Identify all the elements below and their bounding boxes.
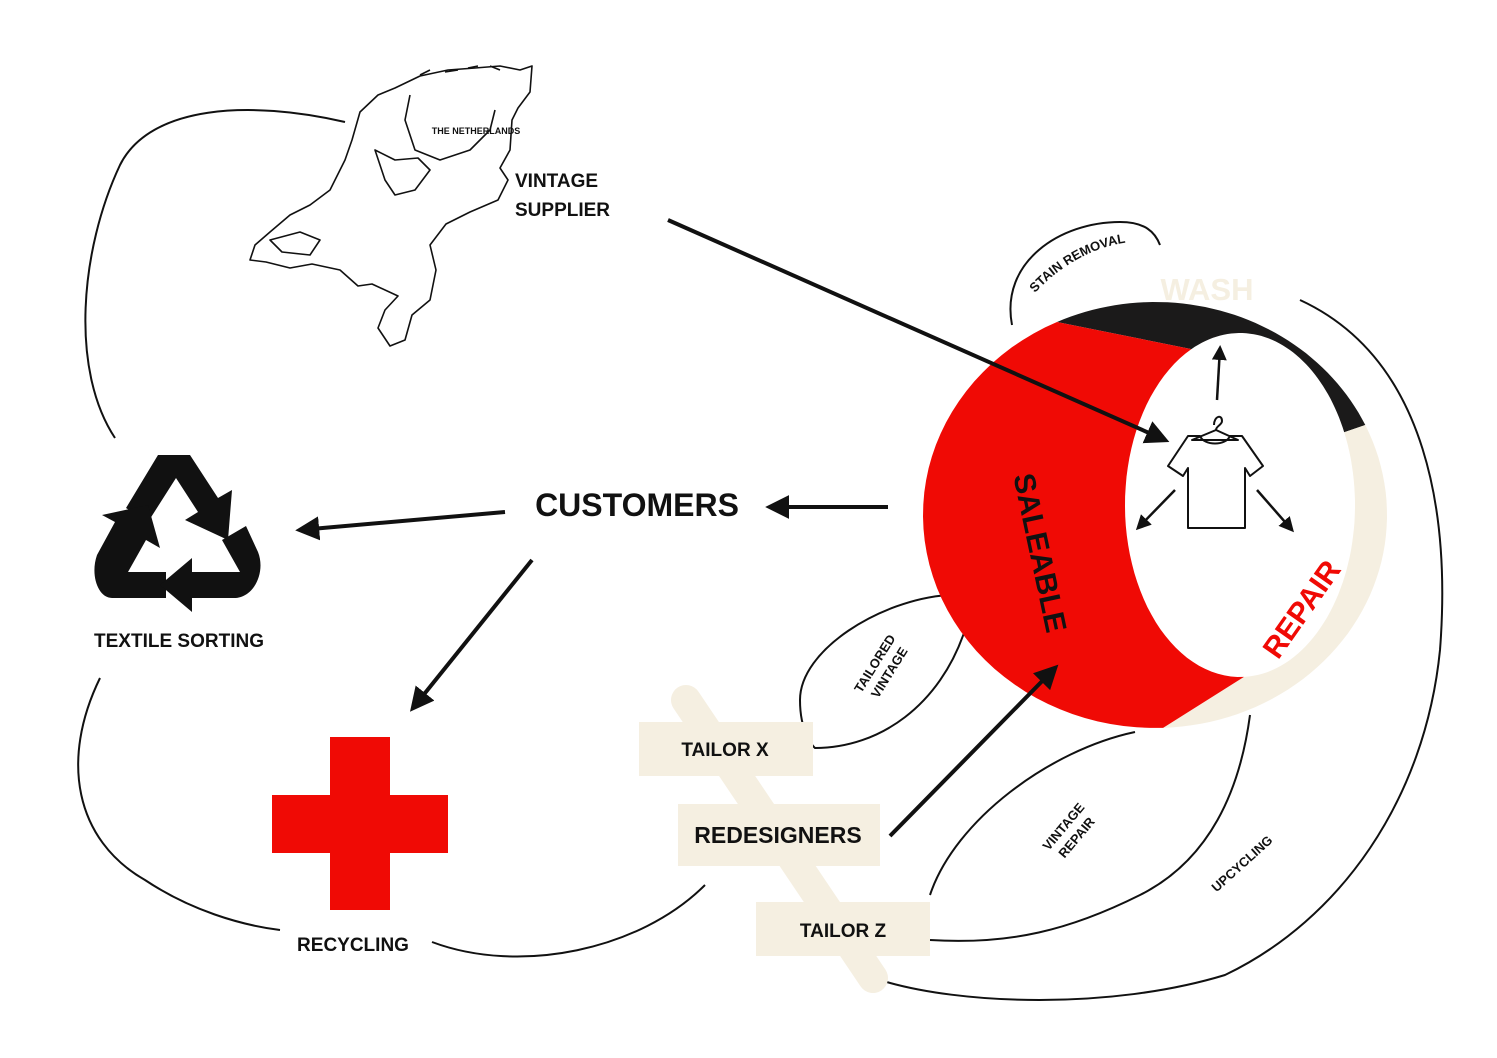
customers-label: CUSTOMERS <box>535 487 739 523</box>
redesigners-to-ring-arrow <box>888 664 1059 838</box>
tshirt-hanger-icon <box>1167 415 1264 529</box>
shirt-to-wash-arrow <box>1211 345 1227 401</box>
vintage-repair-loop <box>929 714 1251 942</box>
sorting-to-recycling-loop <box>77 677 281 931</box>
recycling-label: RECYCLING <box>297 935 409 956</box>
supplier-to-sorting-loop <box>84 109 346 439</box>
tailor-x-box[interactable] <box>639 722 813 776</box>
process-ring <box>923 302 1387 728</box>
shirt-arrows <box>1135 345 1294 533</box>
customers-to-sorting-arrow <box>295 510 506 541</box>
upcycling-loop <box>879 299 1444 1001</box>
supplier-arrow <box>667 218 1170 444</box>
tailor-z-box[interactable] <box>756 902 930 956</box>
map-label: THE NETHERLANDS <box>432 126 521 136</box>
stain-removal-text: STAIN REMOVAL <box>1026 231 1126 295</box>
redesigners-label: REDESIGNERS <box>694 822 861 848</box>
customers-to-recycling-arrow <box>409 558 534 712</box>
shirt-to-saleable-arrow <box>1135 489 1176 531</box>
supplier-label-line2: SUPPLIER <box>515 200 610 221</box>
flow-arrows <box>295 218 1170 838</box>
stain-removal-loop <box>1009 220 1161 326</box>
vintage-repair-label: VINTAGE REPAIR <box>1039 800 1098 861</box>
tailored-vintage-label: TAILORED VINTAGE <box>851 632 911 701</box>
repair-segment[interactable] <box>1163 425 1387 728</box>
shirt-to-repair-arrow <box>1256 489 1294 533</box>
red-cross-icon <box>272 737 448 910</box>
recycling-to-redesigners-loop <box>431 884 706 958</box>
textile-sorting-label: TEXTILE SORTING <box>94 631 264 652</box>
saleable-segment[interactable] <box>923 322 1244 728</box>
redesigners-box[interactable] <box>678 804 880 866</box>
supplier-label-line1: VINTAGE <box>515 171 598 192</box>
wash-label: WASH <box>1161 272 1254 307</box>
tailor-z-label: TAILOR Z <box>800 921 887 942</box>
upcycling-label: UPCYCLING <box>1209 832 1276 894</box>
wash-segment[interactable] <box>1057 302 1366 433</box>
stain-removal-label: STAIN REMOVAL <box>1026 231 1126 295</box>
netherlands-map-icon <box>249 65 533 347</box>
recycle-icon <box>94 455 261 612</box>
tailor-x-label: TAILOR X <box>681 740 769 761</box>
